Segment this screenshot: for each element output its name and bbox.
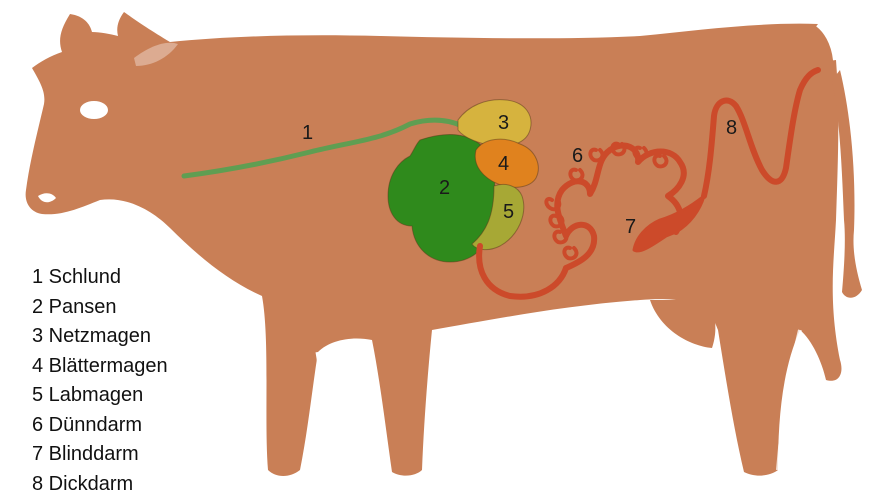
legend-item-netzmagen: 3 Netzmagen xyxy=(32,322,168,352)
cow-eye xyxy=(80,101,108,119)
cow-leg-gap-front xyxy=(318,352,334,474)
legend-item-labmagen: 5 Labmagen xyxy=(32,381,168,411)
legend-list: 1 Schlund 2 Pansen 3 Netzmagen 4 Blätter… xyxy=(32,263,168,499)
legend-item-blaettermagen: 4 Blättermagen xyxy=(32,352,168,382)
label-7: 7 xyxy=(625,216,636,238)
label-3: 3 xyxy=(498,112,509,134)
label-5: 5 xyxy=(503,201,514,223)
legend-item-duenndarm: 6 Dünndarm xyxy=(32,411,168,441)
label-8: 8 xyxy=(726,117,737,139)
label-1: 1 xyxy=(302,122,313,144)
label-6: 6 xyxy=(572,145,583,167)
cow-udder xyxy=(650,300,715,348)
legend-item-schlund: 1 Schlund xyxy=(32,263,168,293)
label-2: 2 xyxy=(439,177,450,199)
legend-item-pansen: 2 Pansen xyxy=(32,293,168,323)
legend-item-blinddarm: 7 Blinddarm xyxy=(32,440,168,470)
legend-item-dickdarm: 8 Dickdarm xyxy=(32,470,168,499)
label-4: 4 xyxy=(498,153,509,175)
